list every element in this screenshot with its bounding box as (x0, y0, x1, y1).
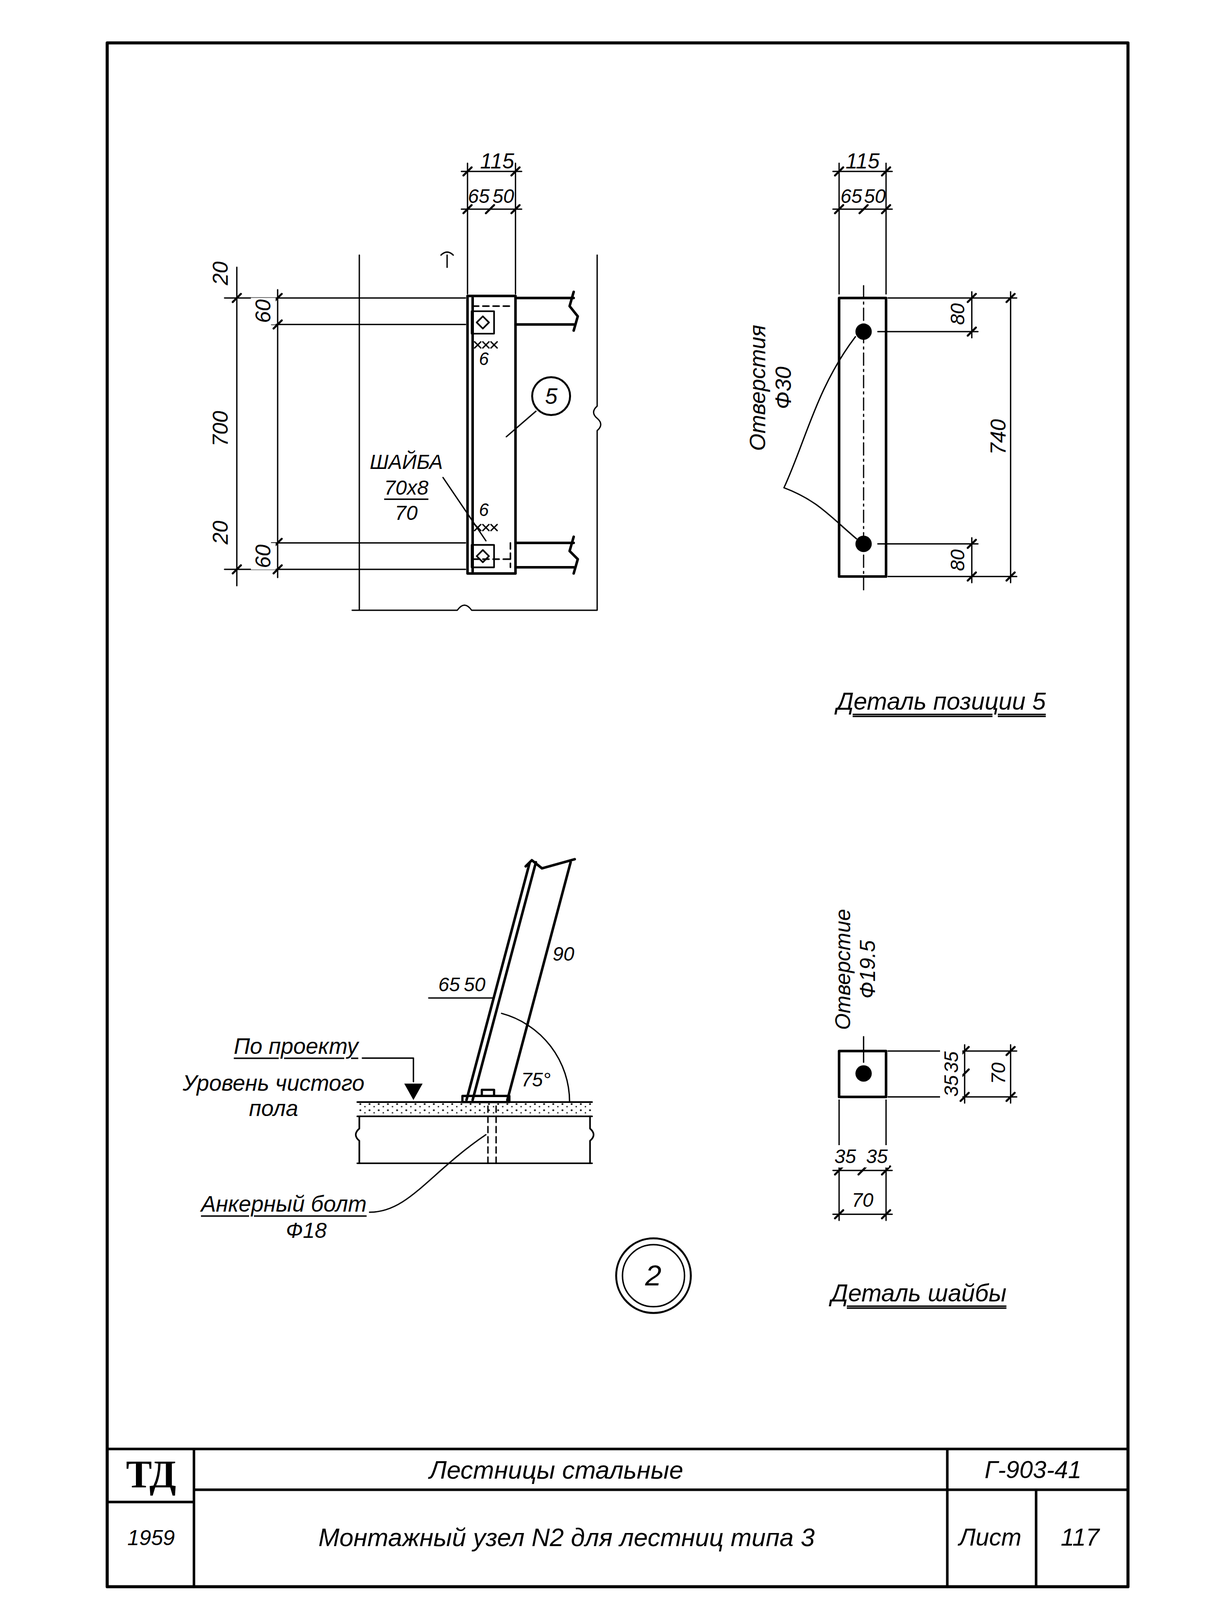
washer-hole (855, 1065, 873, 1083)
title-block-lines (107, 1449, 1128, 1588)
dimension: 20 (208, 519, 234, 547)
leader-lines (442, 411, 536, 541)
dimension: 70 (987, 1062, 1010, 1085)
part-size: 70 (394, 501, 418, 525)
plate-detail (839, 298, 887, 577)
weld-marks (474, 341, 498, 531)
part-size: 70x8 (384, 476, 429, 500)
callout-number: 5 (544, 385, 558, 408)
dimension: 80 (946, 303, 969, 326)
level-note: По проекту (234, 1033, 359, 1059)
sheet-number: 117 (1060, 1524, 1100, 1553)
dimension-ticks (835, 167, 1015, 581)
dimension-lines (833, 163, 1017, 583)
series-number: Г-903-41 (984, 1456, 1082, 1485)
sheet-frame (107, 42, 1128, 1587)
bolt-note: Анкерный болт (201, 1191, 367, 1218)
hole-note: Отверстие Ф19.5 (830, 908, 880, 1030)
floor-finish (357, 1102, 593, 1116)
year: 1959 (127, 1525, 175, 1551)
publisher-mark: ТД (125, 1452, 176, 1497)
floor-slab (355, 1102, 594, 1164)
level-mark (362, 1058, 414, 1082)
detail-title: Деталь шайбы (830, 1280, 1007, 1309)
dimension: 65 (438, 973, 461, 996)
detail-title: Деталь позиции 5 (836, 688, 1046, 717)
dimension: 60 (251, 298, 276, 325)
callout-circle: 5 (530, 375, 572, 417)
dimension: 50 (492, 184, 515, 208)
dimension-lines (833, 1044, 1017, 1221)
dimension: 115 (480, 149, 515, 174)
bolt-size: Ф18 (285, 1218, 327, 1244)
dimension: 35 (940, 1073, 963, 1099)
dimension-ticks (232, 167, 520, 574)
dimension: 35 (864, 1145, 890, 1168)
callout-ring (616, 1238, 691, 1314)
dimension: 740 (986, 419, 1011, 455)
dimension: 70 (851, 1189, 874, 1212)
level-note: Уровень чистого пола (171, 1070, 376, 1123)
leader-lines (369, 1134, 487, 1213)
weld-size: 6 (478, 500, 489, 521)
anchor-bolt (487, 1106, 497, 1166)
context-lines (352, 252, 601, 611)
dimension: 80 (946, 549, 969, 572)
hidden-lines (472, 306, 511, 568)
dimension: 35 (832, 1145, 858, 1168)
angle-arc (501, 1013, 570, 1103)
callout-number: 2 (645, 1261, 662, 1291)
sheet-label: Лист (958, 1524, 1022, 1553)
series-title: Лестницы стальные (429, 1456, 684, 1486)
dimension-ticks (835, 1047, 1015, 1219)
sheet-title: Монтажный узел N2 для лестниц типа 3 (318, 1523, 815, 1553)
part-name: ШАЙБА (369, 450, 443, 474)
dimension: 65 (840, 184, 863, 208)
washer-detail (839, 1051, 887, 1098)
rung-channels (515, 291, 578, 574)
callout-ring (532, 377, 571, 416)
bolt-hole (855, 536, 873, 553)
dimension: 700 (208, 410, 234, 447)
leader-lines (862, 1037, 865, 1063)
dimension: 60 (251, 542, 276, 570)
angle-dimension: 75° (521, 1068, 551, 1092)
dimension: 35 (940, 1050, 963, 1076)
dimension: 50 (863, 184, 886, 208)
callout-ring (622, 1244, 685, 1308)
dimension-lines (428, 997, 495, 999)
dimension-lines (224, 163, 522, 586)
base-plate (462, 1090, 510, 1103)
callout-circle: 2 (614, 1237, 693, 1315)
weld-size: 6 (478, 349, 489, 370)
dimension: 90 (552, 942, 575, 966)
dimension: 50 (463, 973, 486, 996)
bolt-hole (855, 323, 873, 340)
hole-note: Отверстия Ф30 (744, 324, 797, 452)
dimension: 65 (468, 184, 490, 208)
washer-plates (471, 311, 494, 568)
dimension: 115 (845, 149, 880, 174)
dimension: 20 (208, 260, 234, 287)
level-triangle (404, 1083, 423, 1101)
